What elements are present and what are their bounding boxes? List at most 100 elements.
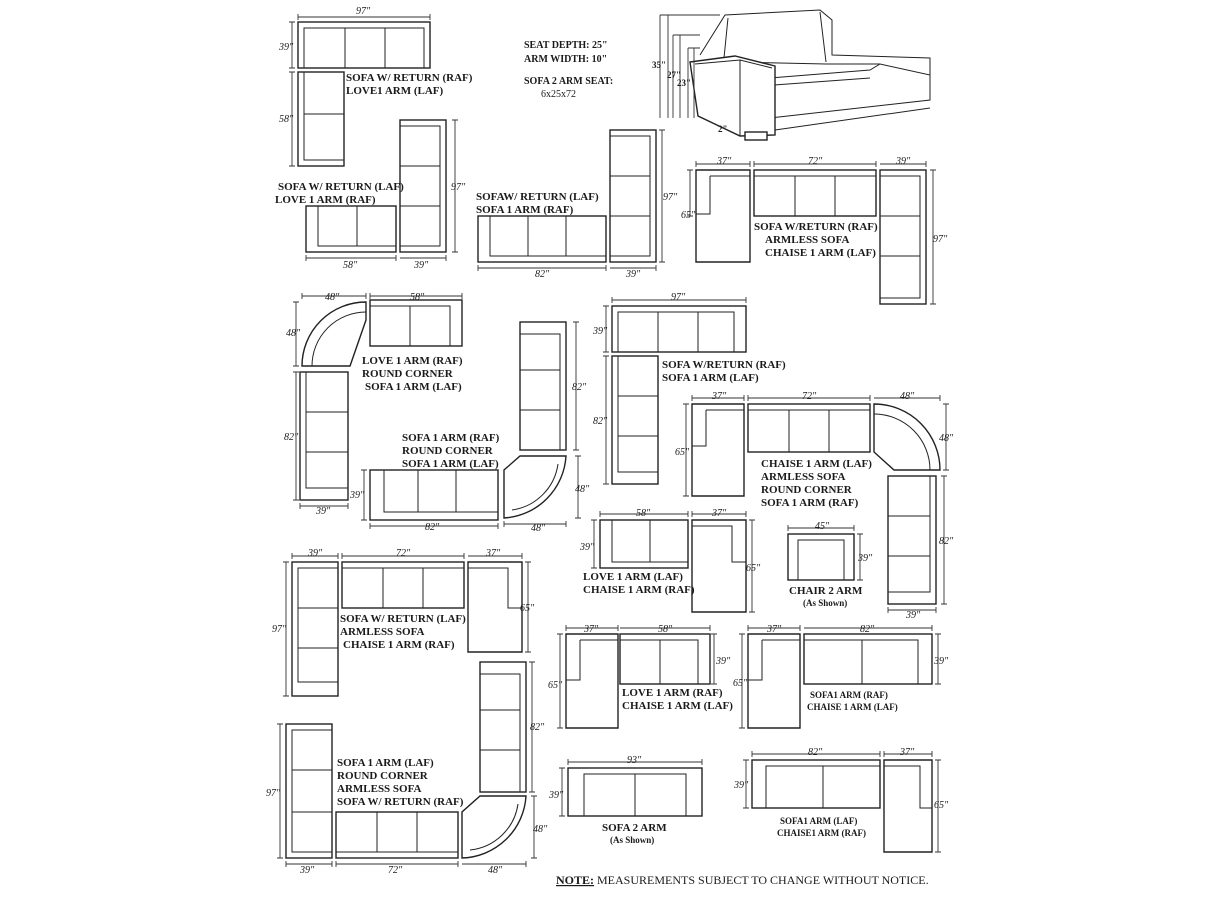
config-c9: 58" 37" 39" 65" LOVE 1 ARM (LAF) CHAISE … bbox=[579, 508, 761, 613]
armless-inner bbox=[747, 409, 871, 453]
dim-label: 65" bbox=[548, 680, 563, 691]
config-label-line: SOFA W/ RETURN (LAF) bbox=[340, 613, 466, 625]
config-label-line: ARMLESS SOFA bbox=[761, 471, 846, 483]
dim-label: 65" bbox=[934, 800, 949, 811]
seat-dividers bbox=[400, 165, 440, 207]
round-corner-piece bbox=[301, 301, 367, 367]
dim-label: 93" bbox=[627, 755, 642, 766]
dim-label: 65" bbox=[675, 447, 690, 458]
round-corner-inner bbox=[311, 311, 367, 367]
dim-label: 58" bbox=[658, 624, 673, 635]
chaise-inner bbox=[748, 639, 800, 681]
love-piece bbox=[369, 299, 463, 347]
sketch-back-cushion bbox=[723, 11, 827, 63]
dim-label: 97" bbox=[671, 292, 686, 303]
sofa-inner bbox=[617, 355, 659, 473]
dim-label: 72" bbox=[808, 156, 823, 167]
chaise-piece bbox=[747, 633, 801, 729]
arm-width-spec: ARM WIDTH: 10" bbox=[524, 54, 607, 65]
seat-dividers bbox=[292, 769, 332, 813]
sofa-inner bbox=[519, 333, 561, 451]
dim-label: 97" bbox=[266, 788, 281, 799]
sofa-piece bbox=[477, 215, 607, 263]
seat-dividers bbox=[417, 470, 457, 512]
chaise-inner bbox=[692, 525, 746, 563]
seat-dividers bbox=[657, 312, 699, 352]
armless-sofa-piece bbox=[335, 811, 459, 859]
footer-note: NOTE: MEASUREMENTS SUBJECT TO CHANGE WIT… bbox=[556, 873, 929, 887]
dim-label: 48" bbox=[900, 391, 915, 402]
dim-label: 82" bbox=[425, 522, 440, 533]
dim-label: 37" bbox=[485, 548, 501, 559]
sofa-return-piece bbox=[399, 119, 447, 253]
chair-inner bbox=[797, 539, 845, 581]
dim-label: 39" bbox=[315, 506, 331, 517]
dim-label: 58" bbox=[636, 508, 651, 519]
dim-label: 37" bbox=[583, 624, 599, 635]
dim-label: 39" bbox=[413, 260, 429, 271]
config-label-line: LOVE 1 ARM (RAF) bbox=[362, 355, 463, 367]
note-text: MEASUREMENTS SUBJECT TO CHANGE WITHOUT N… bbox=[594, 873, 929, 887]
sofa-inner bbox=[803, 639, 919, 685]
sketch-leg bbox=[744, 131, 768, 141]
sofa-inner bbox=[609, 135, 651, 257]
note-label: NOTE: bbox=[556, 873, 594, 887]
sofa-piece bbox=[751, 759, 881, 809]
dim-lines bbox=[683, 395, 949, 613]
config-label-line: SOFA 1 ARM (LAF) bbox=[402, 458, 499, 470]
round-corner-inner bbox=[511, 463, 559, 511]
dim-label: 65" bbox=[746, 563, 761, 574]
dim-label: 48" bbox=[939, 433, 954, 444]
dim-label: 82" bbox=[572, 382, 587, 393]
dim-lines bbox=[557, 625, 717, 729]
love-piece bbox=[599, 519, 689, 569]
config-c14: 97" 82" 48" 39" 72" 48" SOFA 1 ARM (LAF)… bbox=[266, 661, 548, 876]
dim-label: 82" bbox=[808, 747, 823, 758]
dim-label: 72" bbox=[802, 391, 817, 402]
chair-piece bbox=[787, 533, 855, 581]
sofa-inner bbox=[383, 469, 499, 513]
dim-label: 37" bbox=[711, 508, 727, 519]
config-c4: 37" 72" 39" 65" 97" SOFA W/RETURN (RAF) … bbox=[681, 156, 948, 305]
config-c15: 93" 39" SOFA 2 ARM (As Shown) bbox=[548, 755, 703, 845]
seat-dividers bbox=[306, 411, 348, 453]
dim-lines bbox=[289, 14, 431, 167]
dim-label: 72" bbox=[388, 865, 403, 876]
sketch-base bbox=[774, 107, 931, 131]
chaise-inner bbox=[468, 567, 522, 609]
chaise-piece bbox=[695, 169, 751, 263]
dim-label: 65" bbox=[681, 210, 696, 221]
sofa-inner bbox=[617, 311, 735, 353]
config-c1: 97" 39" 58" SOFA W/ RETURN (RAF) LOVE1 A… bbox=[278, 6, 473, 167]
seat-dividers bbox=[298, 607, 338, 649]
dim-label: 97" bbox=[933, 234, 948, 245]
config-c5: 48" 58" 48" 82" 39" LOVE 1 ARM (RAF) ROU… bbox=[284, 292, 463, 517]
dim-seat-height bbox=[687, 47, 700, 118]
config-label-line: LOVE 1 ARM (LAF) bbox=[583, 571, 683, 583]
seat-dividers bbox=[376, 812, 418, 852]
config-label-line: LOVE1 ARM (LAF) bbox=[346, 85, 444, 97]
dim-label: 72" bbox=[396, 548, 411, 559]
armless-inner bbox=[753, 175, 877, 217]
dim-label: 39" bbox=[715, 656, 731, 667]
sofa-piece bbox=[479, 661, 527, 793]
config-label-line: SOFA1 ARM (LAF) bbox=[780, 816, 857, 826]
dim-label: 82" bbox=[530, 722, 545, 733]
sofa-inner bbox=[297, 567, 339, 683]
chaise-piece bbox=[883, 759, 933, 853]
chaise-piece bbox=[467, 561, 523, 653]
chaise-piece bbox=[691, 403, 745, 497]
dim-label: 48" bbox=[325, 292, 340, 303]
round-corner-inner bbox=[873, 413, 931, 471]
seat-dividers bbox=[880, 215, 920, 257]
dim-lines bbox=[283, 553, 531, 697]
dim-lines bbox=[743, 751, 941, 853]
sofa-inner bbox=[303, 27, 425, 69]
round-corner-inner bbox=[469, 803, 519, 851]
armless-inner bbox=[341, 567, 465, 609]
dim-label: 48" bbox=[533, 824, 548, 835]
config-c13: 37" 82" 39" 65" SOFA1 ARM (RAF) CHAISE 1… bbox=[733, 624, 949, 729]
dim-label: 39" bbox=[579, 542, 595, 553]
dim-back-height-label: 35" bbox=[652, 60, 666, 70]
love-piece bbox=[619, 633, 711, 685]
